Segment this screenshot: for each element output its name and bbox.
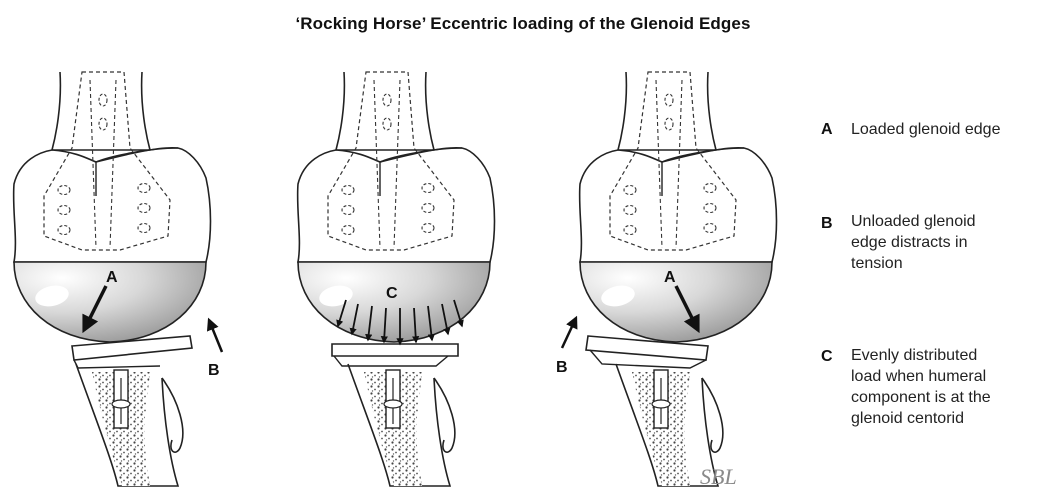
panel-1-label-a: A — [106, 269, 118, 286]
artist-signature: SBL — [700, 464, 737, 488]
legend-letter-c: C — [821, 348, 833, 366]
glenoid-component — [332, 344, 458, 356]
panel-1-label-b: B — [208, 362, 220, 379]
panel-1-loaded-edge: A B — [14, 72, 222, 486]
legend-text-c: Evenly distributed load when humeral com… — [851, 345, 991, 429]
distraction-arrow — [562, 318, 576, 348]
legend-letter-a: A — [821, 121, 833, 139]
legend-text-b: Unloaded glenoid edge distracts in tensi… — [851, 211, 976, 274]
distraction-arrow — [209, 320, 222, 352]
panel-3-label-b: B — [556, 359, 568, 376]
panel-2-even-load: C — [298, 72, 495, 486]
panel-2-label-c: C — [386, 285, 398, 302]
panel-3-loaded-edge: A B SBL — [556, 72, 777, 488]
legend-text-a: Loaded glenoid edge — [851, 119, 1000, 140]
panel-3-label-a: A — [664, 269, 676, 286]
legend-letter-b: B — [821, 215, 833, 233]
